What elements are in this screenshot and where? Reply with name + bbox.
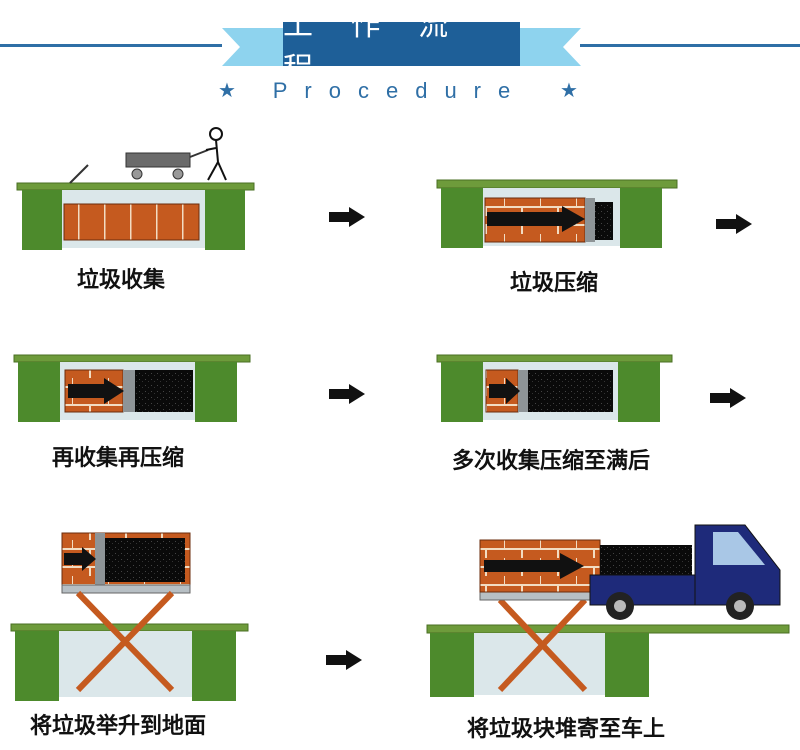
ribbon-right-icon: [519, 28, 581, 66]
ribbon-left-icon: [222, 28, 284, 66]
cart-icon: [69, 149, 209, 184]
step5-scene: [10, 532, 249, 701]
truck-icon: [589, 524, 781, 620]
step-label: 将垃圾举升到地面: [30, 714, 207, 739]
step-label: 将垃圾块堆寄至车上: [467, 717, 666, 742]
step-label: 垃圾压缩: [510, 271, 599, 296]
right-arrow-icon: [710, 388, 746, 408]
step1-scene: [16, 127, 255, 250]
header-line-right: [580, 44, 800, 47]
header-line-left: [0, 44, 222, 47]
page-subtitle: Procedure: [272, 78, 528, 103]
step2-scene: [436, 179, 678, 248]
step-label: 多次收集压缩至满后: [452, 449, 651, 474]
step-label: 再收集再压缩: [52, 446, 185, 471]
star-icon: ★: [218, 78, 236, 102]
step4-scene: [436, 354, 673, 422]
step-label: 垃圾收集: [77, 268, 166, 293]
star-icon: ★: [560, 78, 578, 102]
right-arrow-icon: [329, 384, 365, 404]
right-arrow-icon: [716, 214, 752, 234]
scissor-lift-icon: [75, 590, 175, 693]
person-icon: [205, 127, 227, 181]
step6-scene: [426, 524, 790, 697]
step3-scene: [13, 354, 251, 422]
right-arrow-icon: [329, 207, 365, 227]
right-arrow-icon: [326, 650, 362, 670]
